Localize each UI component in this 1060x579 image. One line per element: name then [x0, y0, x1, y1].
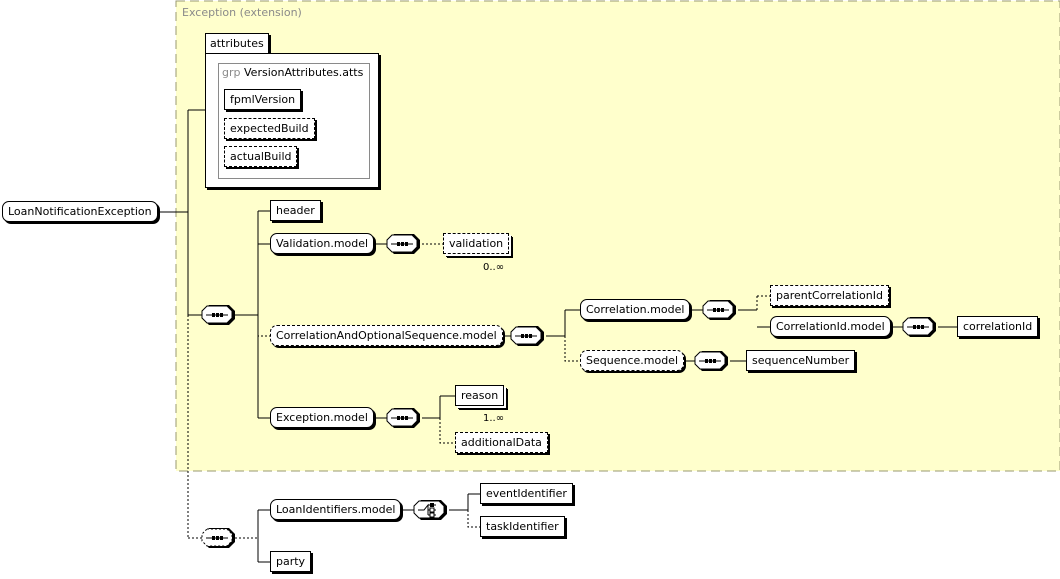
group-keyword: grp — [222, 66, 241, 79]
sequence-compositor-icon — [386, 408, 420, 428]
attributes-label: attributes — [210, 37, 264, 50]
attr-fpmlversion[interactable]: fpmlVersion — [224, 89, 302, 110]
element-additional-data[interactable]: additionalData — [455, 432, 548, 453]
validation-cardinality: 0..∞ — [483, 262, 505, 273]
group-correlation-model[interactable]: Correlation.model — [580, 299, 691, 320]
connector-lines — [158, 109, 957, 563]
element-header[interactable]: header — [270, 200, 321, 221]
element-sequence-number[interactable]: sequenceNumber — [746, 350, 856, 371]
sequence-compositor-icon — [201, 528, 235, 548]
group-sequence-model[interactable]: Sequence.model — [580, 350, 685, 371]
sequence-compositor-icon — [694, 351, 728, 371]
attribute-group-title: grp VersionAttributes.atts — [222, 66, 363, 79]
extension-label: Exception (extension) — [182, 6, 302, 19]
element-event-identifier[interactable]: eventIdentifier — [480, 483, 573, 504]
choice-compositor-icon — [413, 500, 447, 520]
group-loan-identifiers-model[interactable]: LoanIdentifiers.model — [270, 499, 402, 520]
attr-actualbuild[interactable]: actualBuild — [224, 146, 298, 167]
reason-cardinality: 1..∞ — [483, 413, 505, 424]
sequence-compositor-icon — [201, 305, 235, 325]
element-parent-correlation-id[interactable]: parentCorrelationId — [770, 285, 889, 306]
element-correlation-id[interactable]: correlationId — [957, 316, 1039, 337]
element-validation[interactable]: validation — [443, 233, 510, 254]
group-exception-model[interactable]: Exception.model — [270, 407, 374, 428]
element-task-identifier[interactable]: taskIdentifier — [480, 516, 565, 537]
optional-connector-lines — [187, 243, 770, 539]
group-correlation-id-model[interactable]: CorrelationId.model — [770, 316, 891, 337]
element-reason[interactable]: reason — [455, 385, 505, 406]
group-correlation-and-optional-sequence-model[interactable]: CorrelationAndOptionalSequence.model — [270, 325, 503, 346]
sequence-compositor-icon — [702, 300, 736, 320]
element-party[interactable]: party — [270, 551, 312, 572]
root-element[interactable]: LoanNotificationException — [2, 201, 158, 222]
sequence-compositor-icon — [386, 234, 420, 254]
attr-expectedbuild[interactable]: expectedBuild — [224, 118, 315, 139]
attributes-tab: attributes — [205, 33, 269, 54]
group-name: VersionAttributes.atts — [244, 66, 364, 79]
sequence-compositor-icon — [510, 326, 544, 346]
group-validation-model[interactable]: Validation.model — [270, 233, 375, 254]
sequence-compositor-icon — [902, 317, 936, 337]
